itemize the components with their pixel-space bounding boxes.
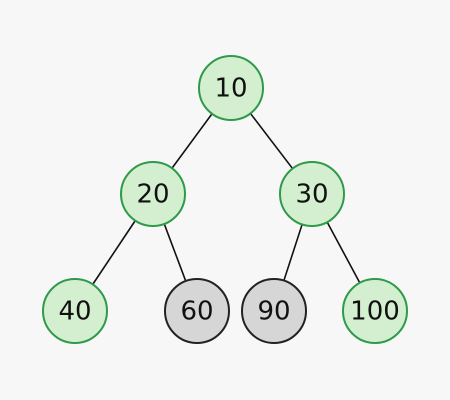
node-label: 40 <box>58 297 91 327</box>
tree-node-90: 90 <box>241 278 307 344</box>
node-label: 90 <box>257 297 290 327</box>
node-circle <box>164 278 230 344</box>
node-label: 30 <box>295 180 328 210</box>
edge-n10-n30 <box>249 112 294 170</box>
edge-n20-n40 <box>92 220 136 285</box>
tree-node-10: 10 <box>198 55 264 121</box>
edge-n20-n60 <box>163 223 187 282</box>
node-label: 10 <box>214 74 247 104</box>
tree-node-40: 40 <box>42 278 108 344</box>
node-circle <box>279 161 345 227</box>
edge-n30-n100 <box>326 221 361 284</box>
node-circle <box>241 278 307 344</box>
node-circle <box>120 161 186 227</box>
node-circle <box>342 278 408 344</box>
node-label: 60 <box>180 297 213 327</box>
node-label: 20 <box>136 180 169 210</box>
edge-n10-n20 <box>171 113 213 169</box>
node-label: 100 <box>350 297 400 327</box>
node-circle <box>198 55 264 121</box>
tree-node-30: 30 <box>279 161 345 227</box>
tree-node-60: 60 <box>164 278 230 344</box>
node-circle <box>42 278 108 344</box>
tree-node-100: 100 <box>342 278 408 344</box>
tree-node-20: 20 <box>120 161 186 227</box>
edge-n30-n90 <box>283 224 303 281</box>
